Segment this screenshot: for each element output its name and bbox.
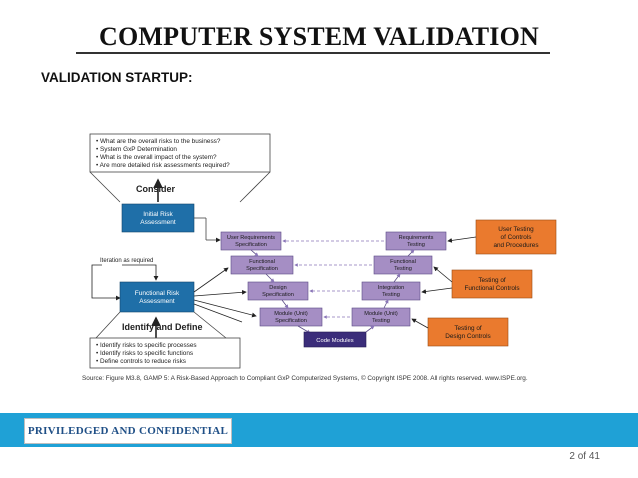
control-label: and Procedures <box>493 242 538 249</box>
confidential-label: PRIVILEDGED AND CONFIDENTIAL <box>24 418 232 444</box>
consider-callout <box>89 133 271 173</box>
page-number: 2 of 41 <box>569 451 600 462</box>
v-up-arrow <box>393 273 401 283</box>
control-label: Testing of <box>454 325 482 332</box>
functional-spec-box <box>230 255 294 275</box>
module-unit-testing-box <box>351 307 411 327</box>
testing-design-controls-box <box>427 317 509 347</box>
consider-label: Consider <box>136 184 176 194</box>
requirements-testing-box <box>385 231 447 251</box>
risk-to-spec-arrow <box>193 267 229 293</box>
testing-label: Requirements <box>399 235 434 241</box>
integration-testing-box <box>361 281 421 301</box>
testing-label: Testing <box>394 266 412 272</box>
spec-label: Specification <box>235 242 267 248</box>
functional-risk-box <box>119 281 195 313</box>
control-arrow <box>433 266 453 283</box>
functional-risk-label: Functional Risk <box>135 290 180 297</box>
identify-bullet: • Define controls to reduce risks <box>96 358 186 365</box>
control-arrow <box>411 318 429 329</box>
consider-bullet: • Are more detailed risk assessments req… <box>96 162 230 169</box>
title-underline <box>76 52 550 54</box>
control-label: Testing of <box>478 277 506 284</box>
consider-bullet: • What are the overall risks to the busi… <box>96 138 221 145</box>
spec-label: Functional <box>249 259 275 265</box>
testing-functional-controls-box <box>451 269 533 299</box>
v-down-arrow <box>265 273 275 283</box>
functional-testing-box <box>373 255 433 275</box>
v-down-arrow <box>250 249 259 257</box>
risk-to-spec-arrow <box>193 303 243 323</box>
module-unit-spec-box <box>259 307 323 327</box>
spec-label: Specification <box>275 318 307 324</box>
testing-label: Testing <box>407 242 425 248</box>
total-pages: of 41 <box>577 451 600 462</box>
iteration-label: Iteration as required <box>100 258 153 264</box>
initial-risk-label: Assessment <box>140 219 176 226</box>
slide-subtitle: VALIDATION STARTUP: <box>41 70 193 85</box>
testing-label: Testing <box>382 292 400 298</box>
spec-label: User Requirements <box>227 235 275 241</box>
spec-label: Specification <box>262 292 294 298</box>
identify-callout <box>89 337 241 369</box>
spec-label: Design <box>269 285 286 291</box>
current-page: 2 <box>569 451 575 462</box>
iteration-loop <box>91 264 121 301</box>
v-up-arrow <box>365 325 375 333</box>
initial-risk-label: Initial Risk <box>143 211 173 218</box>
control-label: Functional Controls <box>464 285 519 292</box>
slide-title: COMPUTER SYSTEM VALIDATION <box>98 22 540 51</box>
functional-risk-label: Assessment <box>139 298 175 305</box>
spec-label: Module (Unit) <box>274 311 308 317</box>
testing-label: Module (Unit) <box>364 311 398 317</box>
consider-funnel <box>89 171 271 203</box>
risk-to-spec-arrow <box>193 299 257 318</box>
control-arrow <box>421 287 453 294</box>
figure-caption: Source: Figure M3.8, GAMP 5: A Risk-Base… <box>82 375 528 382</box>
identify-label: Identify and Define <box>122 322 203 332</box>
initial-risk-box <box>121 203 195 233</box>
consider-bullet: • System GxP Determination <box>96 146 177 153</box>
control-arrow <box>447 236 477 243</box>
v-down-arrow <box>281 299 289 309</box>
iteration-loop <box>122 264 159 281</box>
consider-bullet: • What is the overall impact of the syst… <box>96 154 217 161</box>
identify-bullet: • Identify risks to specific functions <box>96 350 193 357</box>
control-label: User Testing <box>498 226 534 233</box>
control-label: of Controls <box>501 234 532 241</box>
design-spec-box <box>247 281 309 301</box>
code-modules-label: Code Modules <box>316 338 353 344</box>
identify-bullet: • Identify risks to specific processes <box>96 342 197 349</box>
testing-label: Integration <box>378 285 404 291</box>
code-modules-box <box>303 331 367 348</box>
v-up-arrow <box>383 299 389 309</box>
v-up-arrow <box>407 249 415 257</box>
identify-funnel <box>95 311 227 339</box>
testing-label: Functional <box>390 259 416 265</box>
control-label: Design Controls <box>445 333 490 340</box>
testing-label: Testing <box>372 318 390 324</box>
validation-diagram: • What are the overall risks to the busi… <box>89 133 557 369</box>
user-testing-controls-box <box>475 219 557 255</box>
risk-to-spec-arrow <box>193 289 247 297</box>
spec-label: Specification <box>246 266 278 272</box>
